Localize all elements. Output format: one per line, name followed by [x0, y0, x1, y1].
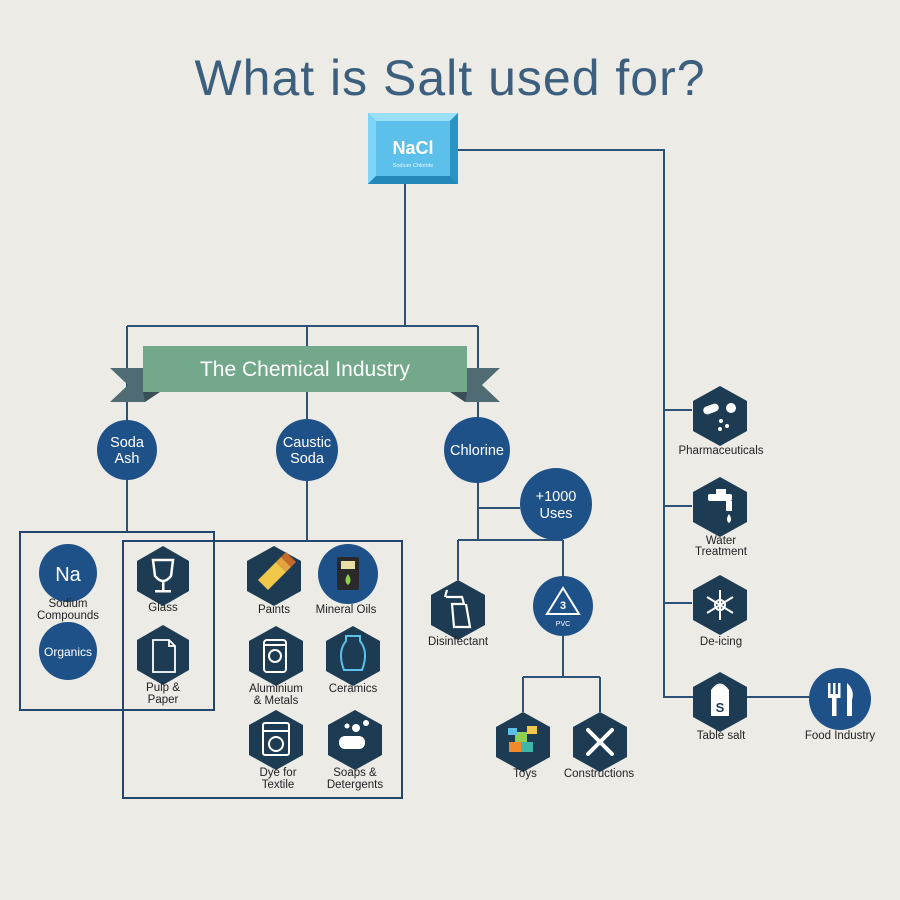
constructions-node: Constructions — [564, 712, 635, 780]
svg-text:Organics: Organics — [44, 645, 92, 659]
organics-node: Organics — [39, 622, 97, 680]
svg-text:Glass: Glass — [148, 602, 178, 614]
pharmaceuticals-node: Pharmaceuticals — [678, 386, 764, 457]
svg-text:& Metals: & Metals — [254, 695, 299, 707]
glass-icon — [151, 558, 175, 593]
oil-can-icon — [337, 557, 359, 590]
disinfectant-node: Disinfectant — [428, 580, 489, 648]
uses-node: +1000 Uses — [520, 468, 592, 540]
toy-blocks-icon — [508, 726, 537, 752]
svg-text:Water: Water — [706, 535, 736, 547]
svg-text:Toys: Toys — [513, 768, 537, 780]
svg-text:+1000: +1000 — [536, 489, 577, 505]
aluminium-can-icon — [263, 639, 287, 673]
soaps-detergents-node: Soaps & Detergents — [327, 710, 384, 791]
pulp-paper-node: Pulp & Paper — [137, 625, 189, 706]
food-industry-node: Food Industry — [805, 668, 876, 742]
soda-ash-node: Soda Ash — [97, 420, 157, 480]
recycle-icon — [545, 586, 581, 615]
de-icing-node: De-icing — [693, 575, 747, 648]
svg-text:Table salt: Table salt — [697, 730, 746, 742]
nacl-formula: NaCl — [392, 138, 433, 158]
water-tap-icon — [708, 489, 732, 523]
svg-text:PVC: PVC — [556, 621, 570, 628]
soda-ash-group-box — [19, 531, 215, 711]
svg-text:Compounds: Compounds — [37, 610, 99, 622]
svg-text:Pulp &: Pulp & — [146, 682, 180, 694]
snowflake-icon — [706, 590, 734, 620]
chlorine-node: Chlorine — [444, 417, 510, 483]
caustic-soda-group-box — [122, 540, 403, 799]
disinfectant-bottle-icon — [443, 589, 472, 629]
vase-icon — [340, 635, 366, 671]
svg-text:Chlorine: Chlorine — [450, 443, 504, 459]
caustic-soda-node: Caustic Soda — [276, 419, 338, 481]
svg-text:Detergents: Detergents — [327, 779, 384, 791]
svg-text:Disinfectant: Disinfectant — [428, 636, 489, 648]
dye-textile-node: Dye for Textile — [249, 710, 303, 791]
sodium-symbol: Na — [55, 564, 81, 586]
svg-text:Paper: Paper — [148, 694, 179, 706]
paintbrush-icon — [258, 552, 296, 590]
svg-text:Ash: Ash — [115, 451, 140, 467]
svg-text:Soaps &: Soaps & — [333, 767, 377, 779]
svg-text:Uses: Uses — [539, 506, 572, 522]
sodium-compounds-node: Na Sodium Compounds — [37, 544, 99, 622]
svg-text:Aluminium: Aluminium — [249, 683, 303, 695]
aluminium-metals-node: Aluminium & Metals — [249, 626, 303, 707]
paints-node: Paints — [247, 546, 301, 616]
water-treatment-node: Water Treatment — [693, 477, 748, 558]
glass-node: Glass — [137, 546, 189, 614]
chemical-industry-banner: The Chemical Industry — [110, 346, 500, 402]
page-title: What is Salt used for? — [194, 50, 705, 106]
washing-machine-icon — [262, 722, 290, 756]
svg-text:Ceramics: Ceramics — [329, 683, 378, 695]
table-salt-node: S Table salt — [693, 672, 747, 742]
paper-icon — [152, 639, 176, 673]
svg-text:Pharmaceuticals: Pharmaceuticals — [678, 445, 763, 457]
svg-text:Textile: Textile — [262, 779, 295, 791]
svg-text:De-icing: De-icing — [700, 636, 742, 648]
nacl-box: NaCl Sodium Chloride — [368, 113, 458, 184]
ceramics-node: Ceramics — [326, 626, 380, 695]
toys-node: Toys — [496, 712, 550, 780]
svg-text:Constructions: Constructions — [564, 768, 635, 780]
svg-text:S: S — [716, 700, 725, 715]
svg-text:Food Industry: Food Industry — [805, 730, 876, 742]
connector-lines — [126, 149, 840, 712]
pvc-node: 3 PVC — [533, 576, 593, 636]
salt-shaker-icon: S — [711, 683, 729, 716]
svg-text:Soda: Soda — [110, 435, 145, 451]
cutlery-icon — [828, 683, 853, 716]
nacl-subtitle: Sodium Chloride — [393, 163, 434, 169]
svg-text:Mineral Oils: Mineral Oils — [316, 604, 377, 616]
svg-text:Treatment: Treatment — [695, 546, 748, 558]
svg-text:3: 3 — [560, 600, 566, 612]
banner-label: The Chemical Industry — [200, 358, 411, 381]
svg-text:Caustic: Caustic — [283, 435, 331, 451]
svg-text:Soda: Soda — [290, 451, 325, 467]
pills-icon — [703, 403, 736, 431]
svg-text:Paints: Paints — [258, 604, 290, 616]
tools-icon — [586, 728, 614, 756]
soap-bubbles-icon — [339, 720, 369, 749]
svg-text:Dye for: Dye for — [259, 767, 296, 779]
svg-text:Sodium: Sodium — [49, 598, 88, 610]
mineral-oils-node: Mineral Oils — [316, 544, 378, 616]
